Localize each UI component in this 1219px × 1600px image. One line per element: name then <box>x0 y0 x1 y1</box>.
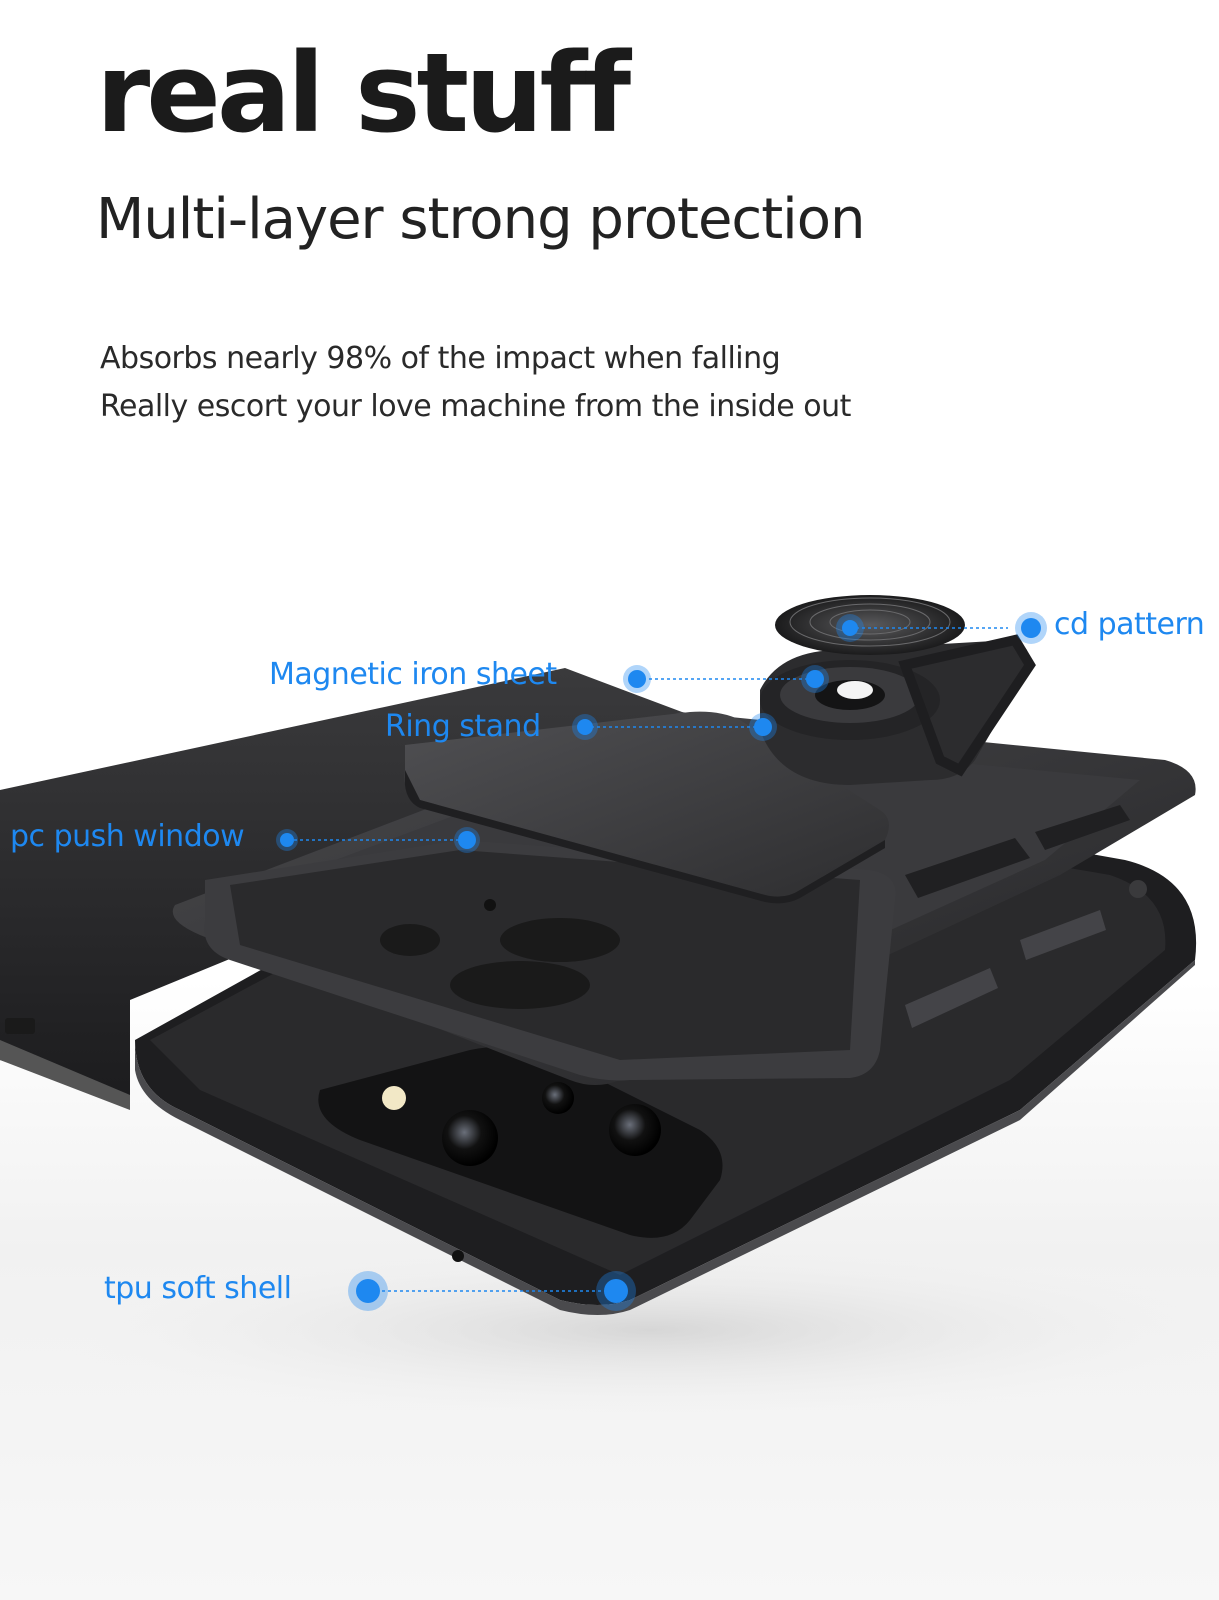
callout-dot-cd-pattern-start <box>836 614 864 642</box>
cd-pattern-disc <box>775 595 965 655</box>
callout-dot-magnetic-end <box>801 665 829 693</box>
pc-push-window <box>204 711 896 1081</box>
callout-dot-ring-stand-start <box>572 714 598 740</box>
callout-magnetic-iron-sheet: Magnetic iron sheet <box>269 657 557 692</box>
callout-pc-push-window: pc push window <box>10 819 245 854</box>
callout-cd-pattern: cd pattern <box>1054 607 1205 642</box>
callout-dot-tpu-end <box>596 1271 636 1311</box>
camera-module <box>318 1046 723 1238</box>
callout-dot-ring-stand-end <box>749 713 777 741</box>
callout-dot-tpu-start <box>348 1271 388 1311</box>
ring-stand <box>760 634 1036 785</box>
callout-dot-cd-pattern-end <box>1015 612 1047 644</box>
callout-dot-pc-window-end <box>454 827 480 853</box>
page-subheadline: Multi-layer strong protection <box>96 187 865 252</box>
callout-ring-stand: Ring stand <box>385 709 541 744</box>
callout-tpu-soft-shell: tpu soft shell <box>104 1271 292 1306</box>
description-line-2: Really escort your love machine from the… <box>100 389 851 424</box>
description-line-1: Absorbs nearly 98% of the impact when fa… <box>100 341 781 376</box>
page-headline: real stuff <box>96 29 631 157</box>
callout-dot-magnetic-start <box>623 665 651 693</box>
callout-dot-pc-window-start <box>276 829 298 851</box>
